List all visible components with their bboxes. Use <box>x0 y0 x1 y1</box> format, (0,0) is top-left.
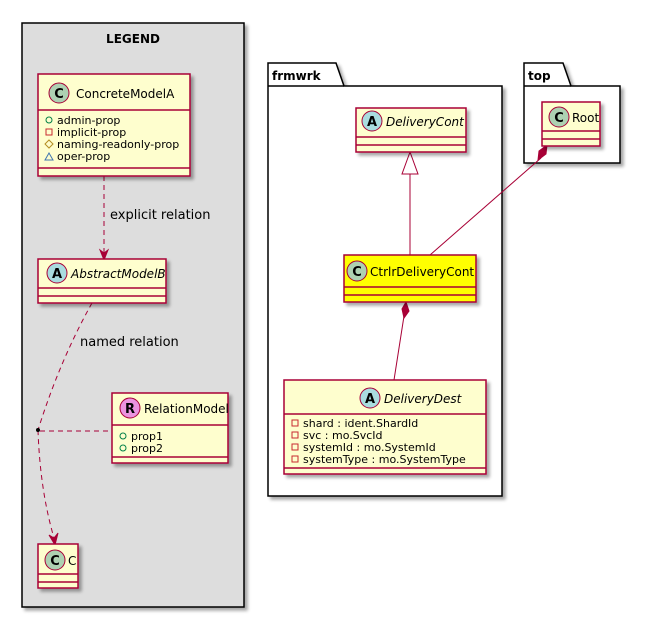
class-stereotype-icon: A <box>52 267 62 282</box>
package-top-label: top <box>528 69 551 83</box>
class-ctrlr-delivery-cont[interactable]: C CtrlrDeliveryCont <box>343 254 477 303</box>
class-name: Root <box>572 111 599 125</box>
member: systemId : mo.SystemId <box>303 441 436 454</box>
class-stereotype-icon: R <box>125 402 135 417</box>
public-visibility-icon <box>119 444 127 452</box>
relation-junction-dot <box>36 428 40 432</box>
named-relation-arrow <box>37 302 93 547</box>
class-stereotype-icon: A <box>367 115 377 130</box>
private-visibility-icon <box>291 443 299 451</box>
member: implicit-prop <box>57 126 126 139</box>
class-name: DeliveryDest <box>384 392 463 406</box>
class-abstract-model-b[interactable]: A AbstractModelB <box>37 258 167 304</box>
private-visibility-icon <box>291 455 299 463</box>
private-visibility-icon <box>291 431 299 439</box>
class-name: RelationModel <box>144 402 229 416</box>
composition-root-link <box>429 143 548 256</box>
package-frmwrk-label: frmwrk <box>272 69 322 83</box>
explicit-relation-arrow <box>98 176 110 262</box>
class-relation-model[interactable]: R RelationModel prop1 prop2 <box>111 392 229 464</box>
class-stereotype-icon: C <box>50 554 60 569</box>
class-name: C <box>68 554 76 568</box>
member: svc : mo.SvcId <box>303 429 383 442</box>
member: admin-prop <box>57 114 120 127</box>
class-concrete-model-a[interactable]: C ConcreteModelA admin-prop implicit-pro… <box>37 73 191 177</box>
protected-visibility-icon <box>44 139 54 149</box>
class-stereotype-icon: C <box>54 87 64 102</box>
class-name: CtrlrDeliveryCont <box>370 265 474 279</box>
class-c[interactable]: C C <box>37 543 79 589</box>
member: shard : ident.ShardId <box>303 417 418 430</box>
private-visibility-icon <box>45 128 53 136</box>
member: systemType : mo.SystemType <box>303 453 466 466</box>
class-delivery-dest[interactable]: A DeliveryDest shard : ident.ShardId svc… <box>283 379 487 475</box>
member: oper-prop <box>57 150 110 163</box>
member: prop2 <box>131 442 163 455</box>
class-name: ConcreteModelA <box>76 87 175 101</box>
class-name: DeliveryCont <box>386 115 465 129</box>
generalization-arrow <box>401 150 419 255</box>
class-stereotype-icon: A <box>365 392 375 407</box>
class-name: AbstractModelB <box>70 267 166 281</box>
class-stereotype-icon: C <box>352 265 362 280</box>
package-visibility-icon <box>44 151 54 161</box>
named-relation-label: named relation <box>80 335 179 350</box>
explicit-relation-label: explicit relation <box>110 208 210 223</box>
composition-dest-link <box>393 300 410 381</box>
class-delivery-cont[interactable]: A DeliveryCont <box>355 107 467 153</box>
legend-title: LEGEND <box>106 32 160 46</box>
class-stereotype-icon: C <box>554 111 564 126</box>
member: naming-readonly-prop <box>57 138 179 151</box>
member: prop1 <box>131 430 163 443</box>
public-visibility-icon <box>119 432 127 440</box>
private-visibility-icon <box>291 419 299 427</box>
class-root[interactable]: C Root <box>541 101 601 147</box>
public-visibility-icon <box>45 116 53 124</box>
